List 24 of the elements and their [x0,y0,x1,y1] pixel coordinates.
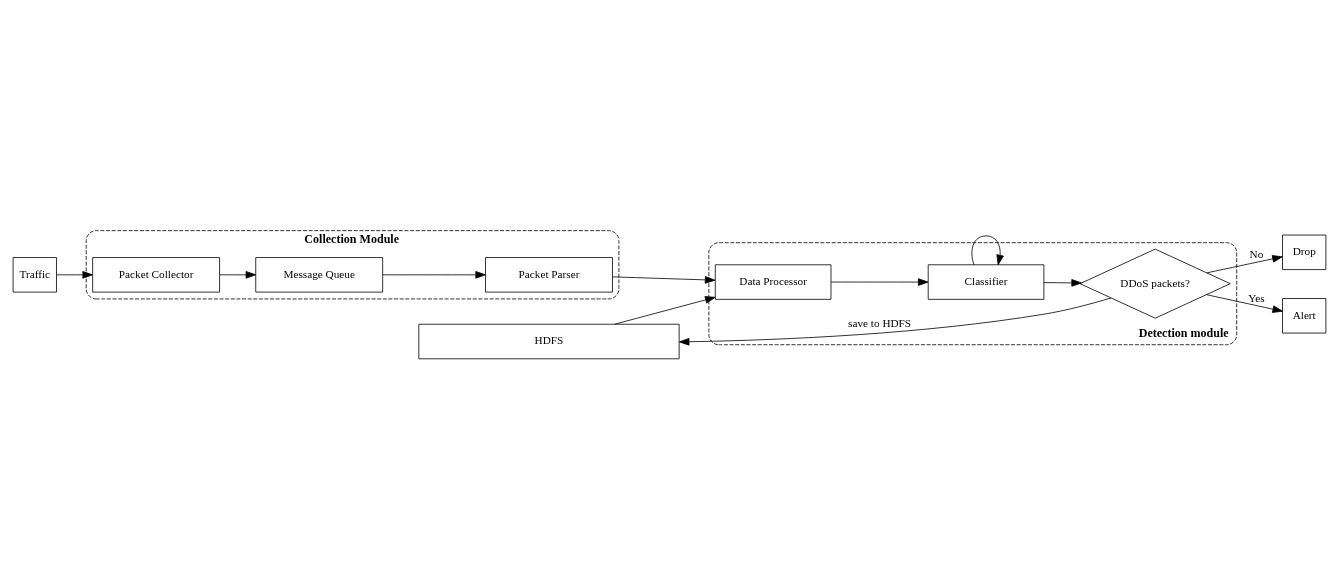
arrow [382,271,486,279]
arrow [678,297,1112,346]
arrow [1043,279,1082,287]
arrow [1206,255,1283,274]
edge-label: Yes [1248,291,1265,304]
node-box: Classifier [927,264,1045,300]
arrow [614,296,716,325]
node-box: Drop [1282,234,1327,270]
node-box: Traffic [12,257,57,293]
node-box: HDFS [418,323,680,360]
arrow [612,276,716,284]
arrow [830,278,929,286]
edge-label: save to HDFS [848,317,912,330]
node-box: Packet Collector [92,257,220,293]
node-diamond: DDoS packets? [1079,248,1231,319]
node-box: Packet Parser [485,257,613,293]
node-box: Message Queue [255,257,384,293]
arrow [219,271,257,279]
arrow [1206,294,1283,313]
arrow [56,271,93,279]
edge-label: No [1249,248,1264,261]
arrow [971,235,1004,266]
node-box: Data Processor [714,264,832,300]
node-box: Alert [1282,298,1327,334]
